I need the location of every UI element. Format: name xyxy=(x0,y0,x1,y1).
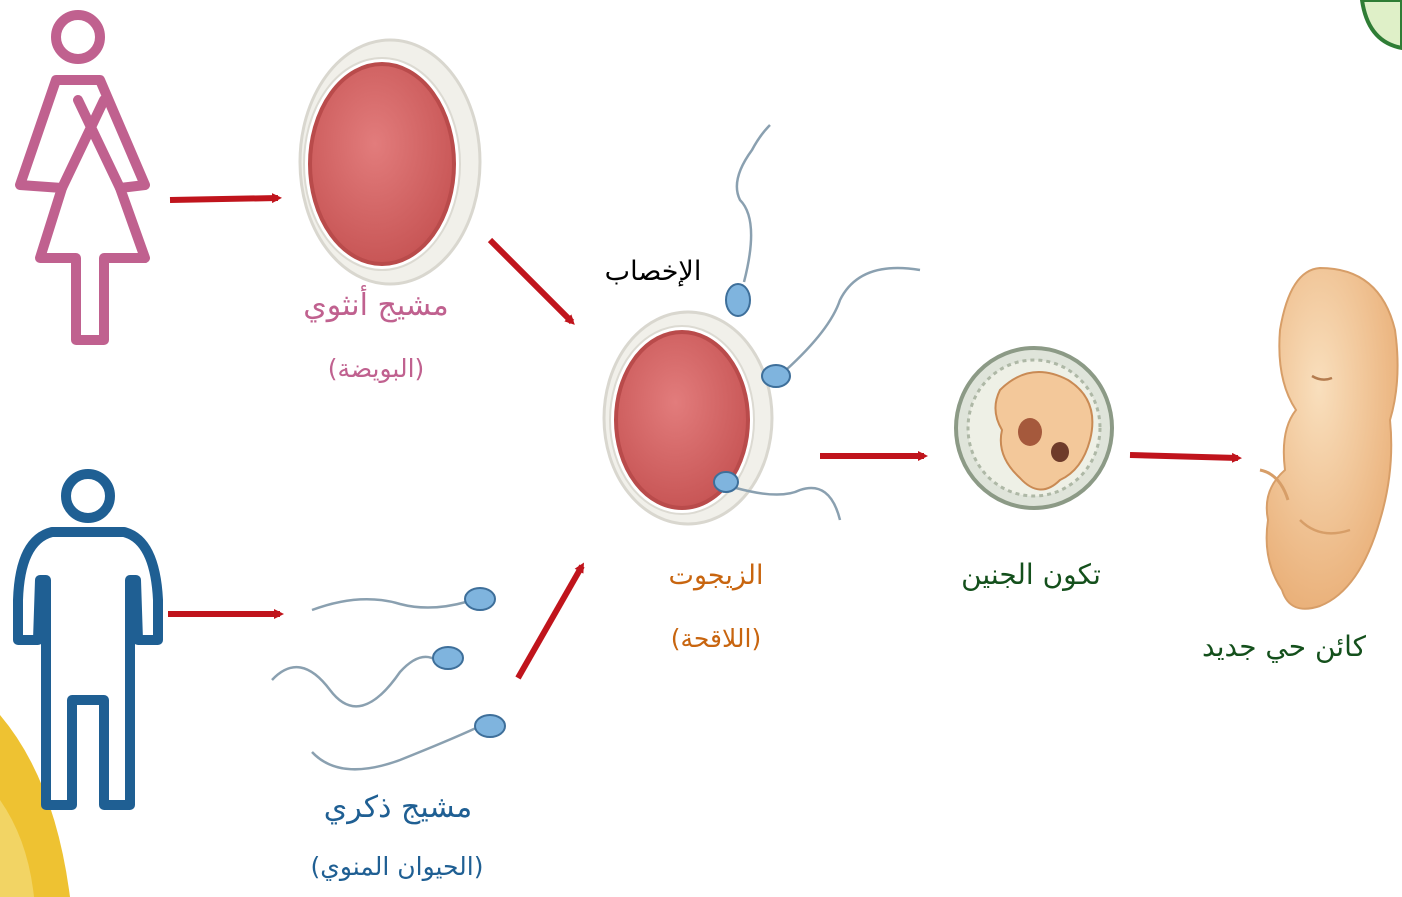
arrow-egg-to-zygote xyxy=(490,240,572,322)
arrow-female-to-egg xyxy=(170,198,278,200)
female-gamete-sublabel: (البويضة) xyxy=(276,354,476,383)
zygote-label: الزيجوت xyxy=(636,560,796,591)
corner-green-decoration xyxy=(1362,0,1402,48)
male-gamete-sublabel: (الحيوان المنوي) xyxy=(262,852,532,881)
male-figure-icon xyxy=(18,474,158,805)
embryo-formation-label: تكون الجنين xyxy=(926,558,1136,591)
arrow-sperm-to-zygote xyxy=(518,566,582,678)
sperm-icon xyxy=(312,715,505,769)
embryo-icon xyxy=(956,348,1112,508)
zygote-sublabel: (اللاقحة) xyxy=(636,624,796,653)
arrow-embryo-to-organism xyxy=(1130,455,1238,458)
male-gamete-label: مشيج ذكري xyxy=(298,790,498,825)
fetus-icon xyxy=(1260,268,1398,609)
new-organism-label: كائن حي جديد xyxy=(1178,630,1390,663)
fertilization-label: الإخصاب xyxy=(578,256,728,287)
egg-cell-icon xyxy=(300,40,480,284)
sperm-group xyxy=(272,588,505,769)
female-figure-icon xyxy=(20,15,145,340)
sperm-icon xyxy=(312,588,495,610)
zygote-icon xyxy=(604,125,920,524)
sperm-icon xyxy=(272,647,463,706)
female-gamete-label: مشيج أنثوي xyxy=(276,288,476,323)
